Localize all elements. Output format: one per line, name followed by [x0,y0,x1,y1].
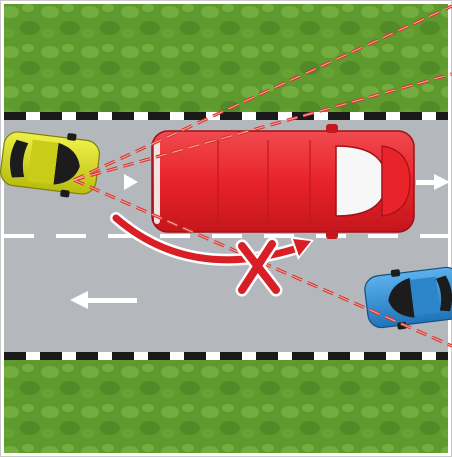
red-van [152,124,414,239]
grass-top [4,4,448,116]
grass-bottom [4,356,448,453]
road-edge-top [4,112,448,120]
road-edge-bottom [4,352,448,360]
